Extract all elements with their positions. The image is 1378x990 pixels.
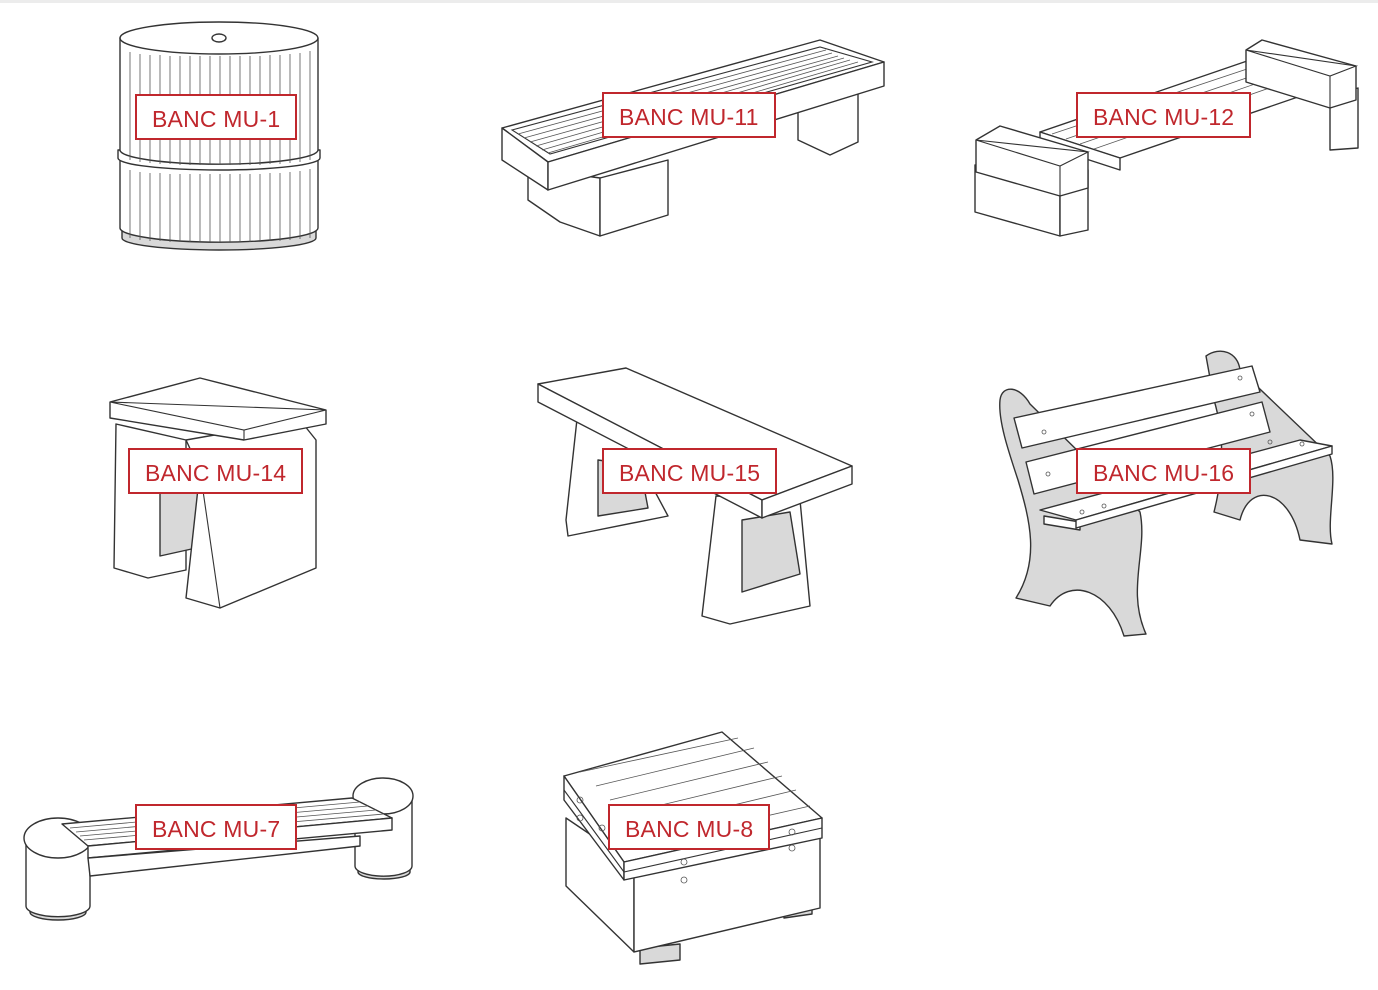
product-card-mu-14[interactable]: BANC MU-14 (0, 330, 460, 660)
product-card-mu-12[interactable]: BANC MU-12 (920, 0, 1378, 330)
product-label[interactable]: BANC MU-8 (608, 804, 771, 850)
round-ribbed-bench-icon (117, 21, 321, 251)
product-label[interactable]: BANC MU-15 (602, 448, 778, 494)
product-label[interactable]: BANC MU-7 (135, 804, 298, 850)
slatted-block-bench-icon (501, 39, 885, 237)
product-card-mu-15[interactable]: BANC MU-15 (460, 330, 920, 660)
armrest-slat-bench-icon (974, 39, 1359, 237)
product-card-mu-7[interactable]: BANC MU-7 (0, 660, 460, 990)
product-card-mu-1[interactable]: BANC MU-1 (0, 0, 460, 330)
product-label[interactable]: BANC MU-1 (135, 94, 298, 140)
product-label[interactable]: BANC MU-16 (1076, 448, 1252, 494)
product-label[interactable]: BANC MU-11 (602, 92, 776, 138)
product-label[interactable]: BANC MU-14 (128, 448, 304, 494)
product-label[interactable]: BANC MU-12 (1076, 92, 1252, 138)
product-card-mu-8[interactable]: BANC MU-8 (460, 660, 920, 990)
top-divider (0, 0, 1378, 3)
product-card-mu-11[interactable]: BANC MU-11 (460, 0, 920, 330)
product-card-mu-16[interactable]: BANC MU-16 (920, 330, 1378, 660)
